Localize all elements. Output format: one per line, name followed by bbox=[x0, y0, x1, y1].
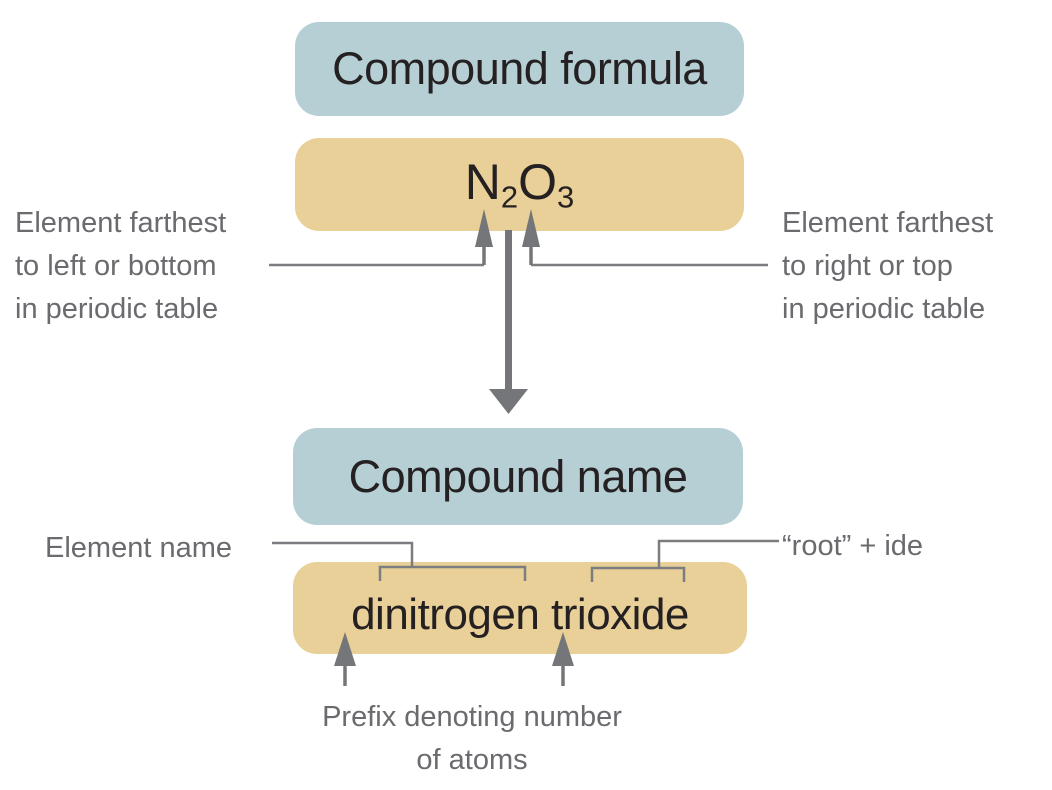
formula-element-1: N bbox=[464, 154, 501, 211]
formula-box: N2O3 bbox=[295, 138, 744, 231]
name-box: dinitrogen trioxide bbox=[293, 562, 747, 654]
left-element-note: Element farthest to left or bottom in pe… bbox=[15, 207, 227, 325]
element-name-note: Element name bbox=[45, 532, 232, 564]
down-arrow-icon bbox=[489, 389, 528, 414]
compound-name-label: Compound name bbox=[348, 450, 688, 502]
right-element-note: Element farthest to right or top in peri… bbox=[782, 207, 994, 325]
formula-subscript-1: 2 bbox=[500, 179, 519, 215]
compound-formula-label: Compound formula bbox=[332, 43, 707, 94]
compound-formula-box: Compound formula bbox=[295, 22, 744, 116]
prefix-note: Prefix denoting number of atoms bbox=[322, 701, 622, 776]
formula-subscript-2: 3 bbox=[557, 179, 575, 215]
formula-element-2: O bbox=[518, 154, 557, 211]
formula-text: N2O3 bbox=[465, 153, 575, 216]
name-text: dinitrogen trioxide bbox=[351, 590, 689, 639]
root-ide-note: “root” + ide bbox=[782, 530, 924, 562]
compound-name-box: Compound name bbox=[293, 428, 743, 525]
